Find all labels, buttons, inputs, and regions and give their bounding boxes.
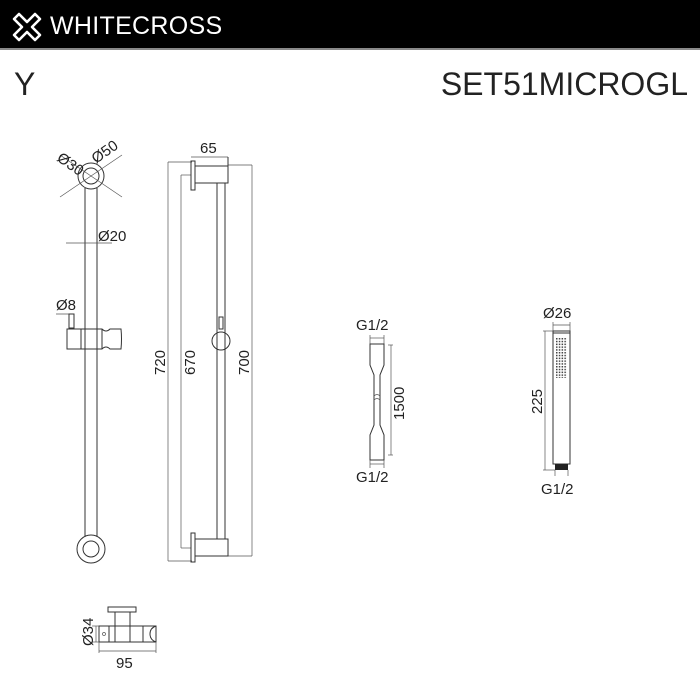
- series-label: Y: [14, 66, 36, 102]
- shower-length-label: 225: [529, 389, 546, 414]
- pin-diameter-label: Ø8: [56, 297, 76, 314]
- rail-diameter-label: Ø20: [98, 228, 126, 245]
- rail-front-view: Ø30 Ø50 Ø20 Ø8: [54, 137, 126, 564]
- cross-outline-icon: [12, 12, 42, 42]
- hose-length-label: 1500: [391, 387, 408, 420]
- holder-diameter-label: Ø34: [80, 618, 97, 646]
- hose-view: G1/2 1500 G1/2: [356, 317, 408, 486]
- top-inner-diameter-label: Ø30: [54, 149, 87, 179]
- product-code: SET51MICROGL: [440, 66, 688, 102]
- nozzle-grid: [556, 338, 567, 378]
- bar-height-label: 700: [236, 350, 253, 375]
- hose-bottom-thread-label: G1/2: [356, 469, 389, 486]
- header-bar: WHITECROSS: [0, 0, 700, 50]
- inner-height-label: 670: [182, 350, 199, 375]
- shower-diameter-label: Ø26: [543, 305, 571, 322]
- hose-top-thread-label: G1/2: [356, 317, 389, 334]
- shower-thread-label: G1/2: [541, 481, 574, 498]
- brand-name: WHITECROSS: [50, 12, 223, 40]
- total-height-label: 720: [152, 350, 169, 375]
- depth-label: 65: [200, 140, 217, 157]
- holder-top-view: Ø34 95: [80, 606, 157, 672]
- hand-shower-view: Ø26 225 G1/2: [529, 305, 574, 498]
- rail-side-view: 65 720 670 700: [152, 140, 253, 563]
- holder-width-label: 95: [116, 655, 133, 672]
